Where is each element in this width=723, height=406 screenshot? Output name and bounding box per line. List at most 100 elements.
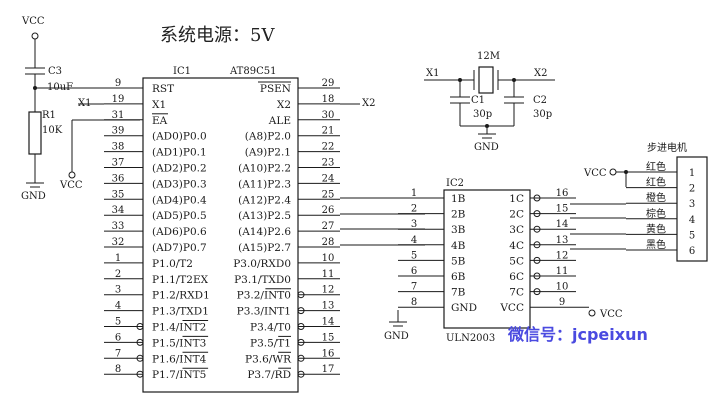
ic2-pin-number: 8 xyxy=(411,297,417,308)
ic1-pin-number: 1 xyxy=(115,253,121,264)
ic1-pin-number: 38 xyxy=(112,142,125,153)
ic2-pin-name: 5B xyxy=(451,255,466,267)
ic1-pin-number: 21 xyxy=(322,126,335,137)
ic1-body xyxy=(142,77,299,393)
ic1-pin-number: 15 xyxy=(322,332,335,343)
ic1-pin-number: 5 xyxy=(115,317,121,328)
c1-value: 30p xyxy=(473,109,492,120)
ic1-pin-number: 7 xyxy=(115,348,121,359)
ic2-pin-number: 14 xyxy=(556,219,569,230)
ic1-pin-number: 26 xyxy=(322,205,335,216)
motor-wire-color: 黑色 xyxy=(646,238,666,251)
ic2-vcc-label: VCC xyxy=(599,309,623,320)
ic1-pin-name: ALE xyxy=(268,115,291,127)
ic1-pin-number: 30 xyxy=(322,110,335,121)
ic1-pin-name: (A13)P2.5 xyxy=(238,210,291,222)
motor-pin-number: 6 xyxy=(689,246,695,257)
ic1-pin-name: P3.5/T1 xyxy=(250,337,291,349)
motor-pin-number: 1 xyxy=(689,168,695,179)
ic2-part: ULN2003 xyxy=(446,333,495,344)
ic1-pin-name: (A11)P2.3 xyxy=(238,178,291,190)
ic1-pin-name: (A10)P2.2 xyxy=(238,163,291,175)
ic2-pin-number: 10 xyxy=(556,282,569,293)
ic2-pin-name: 4C xyxy=(509,240,524,252)
ic1-pin-name: X1 xyxy=(152,99,166,111)
ic2-pin-number: 1 xyxy=(411,188,417,199)
ic2-pin-name: 2C xyxy=(509,209,524,221)
ic1-pin-number: 18 xyxy=(322,94,335,105)
ic2-body xyxy=(443,189,531,329)
ic1-pin-name: (A12)P2.4 xyxy=(238,194,291,206)
ic1-pin-name: P1.7/INT5 xyxy=(152,369,206,381)
ic1-pin-name: (AD1)P0.1 xyxy=(152,147,207,159)
ic2-gnd: GND xyxy=(384,310,409,342)
ic1-pin-name: P3.6/WR xyxy=(245,353,292,365)
ic1-pin-name: P1.2/RXD1 xyxy=(152,290,210,302)
ic1-pin-number: 23 xyxy=(322,158,335,169)
ic1-pin-name: RST xyxy=(152,83,174,95)
c3-ref: C3 xyxy=(48,66,62,77)
ic1-pin-number: 27 xyxy=(322,221,335,232)
ea-vcc: VCC xyxy=(59,119,140,191)
ic1-pin-name: EA xyxy=(152,115,168,127)
ic1-pin-number: 10 xyxy=(322,253,335,264)
ea-vcc-label: VCC xyxy=(59,180,83,191)
ic1-pin-name: (AD5)P0.5 xyxy=(152,210,207,222)
r1-value: 10K xyxy=(42,125,63,136)
ic1-pin-number: 28 xyxy=(322,237,335,248)
ic1-pin-name: (AD4)P0.4 xyxy=(152,194,207,206)
ic1-pin-name: P3.4/T0 xyxy=(250,322,291,334)
ic1-pin-number: 14 xyxy=(322,317,335,328)
motor-wire-color: 红色 xyxy=(646,176,666,189)
crystal-circuit: X1 X2 12M C1 30p C2 30p GND xyxy=(424,51,555,153)
ic1-pin-number: 29 xyxy=(322,78,335,89)
ic1-pin-name: X2 xyxy=(277,99,291,111)
motor-pin-number: 5 xyxy=(689,230,695,241)
ic2-pin-name: 7C xyxy=(509,287,524,299)
ic1-pin-name: (AD6)P0.6 xyxy=(152,226,207,238)
motor-vcc-terminal xyxy=(609,168,617,176)
ic2-pin-name: 1B xyxy=(451,193,466,205)
gnd-label: GND xyxy=(21,191,46,202)
ic1-pin-name: P3.0/RXD0 xyxy=(233,258,291,270)
ic2-pin-number: 3 xyxy=(411,219,417,230)
c2-ref: C2 xyxy=(533,95,547,106)
ic1-pin-number: 8 xyxy=(115,364,121,375)
ic1-pin-number: 4 xyxy=(115,301,121,312)
ic1-pin-number: 12 xyxy=(322,285,335,296)
ic1-part: AT89C51 xyxy=(229,66,276,77)
ic2-pin-name: 7B xyxy=(451,287,466,299)
ic2-pin-name: 5C xyxy=(509,255,524,267)
motor-wire-color: 棕色 xyxy=(646,207,666,220)
motor-wire-color: 橙色 xyxy=(646,191,666,204)
ic1-pin-name: P1.0/T2 xyxy=(152,258,193,270)
ic1-pin-number: 37 xyxy=(112,158,125,169)
ic1-pin-name: P3.1/TXD0 xyxy=(234,274,291,286)
ic2-gnd-label: GND xyxy=(384,331,409,342)
output-wires xyxy=(570,203,626,250)
ic1-pin-name: PSEN xyxy=(260,83,291,95)
ic2-pin-number: 15 xyxy=(556,204,569,215)
ic2-pin-number: 6 xyxy=(411,266,417,277)
ic1-pin-number: 32 xyxy=(112,237,125,248)
ic1-pin-number: 19 xyxy=(112,94,125,105)
motor-title: 步进电机 xyxy=(647,141,687,154)
ic1-pin-number: 2 xyxy=(115,269,121,280)
ic1-pin-number: 13 xyxy=(322,301,335,312)
ic2-pin-name: 4B xyxy=(451,240,466,252)
crystal-x1-label: X1 xyxy=(426,68,439,79)
ic1-pin-number: 24 xyxy=(322,173,335,184)
ic1-pin-name: P3.7/RD xyxy=(247,369,291,381)
ic2-pin-number: 11 xyxy=(556,266,569,277)
ic1-pin-number: 33 xyxy=(112,221,125,232)
ic1-pin-name: (AD3)P0.3 xyxy=(152,178,207,190)
ic1-pin-number: 11 xyxy=(322,269,335,280)
vcc-label: VCC xyxy=(21,16,45,27)
crystal-y1 xyxy=(478,66,494,94)
ic1-pin-number: 39 xyxy=(112,126,125,137)
ic1-pin-number: 31 xyxy=(112,110,125,121)
motor-connector xyxy=(676,156,708,262)
crystal-x2-label: X2 xyxy=(534,68,547,79)
